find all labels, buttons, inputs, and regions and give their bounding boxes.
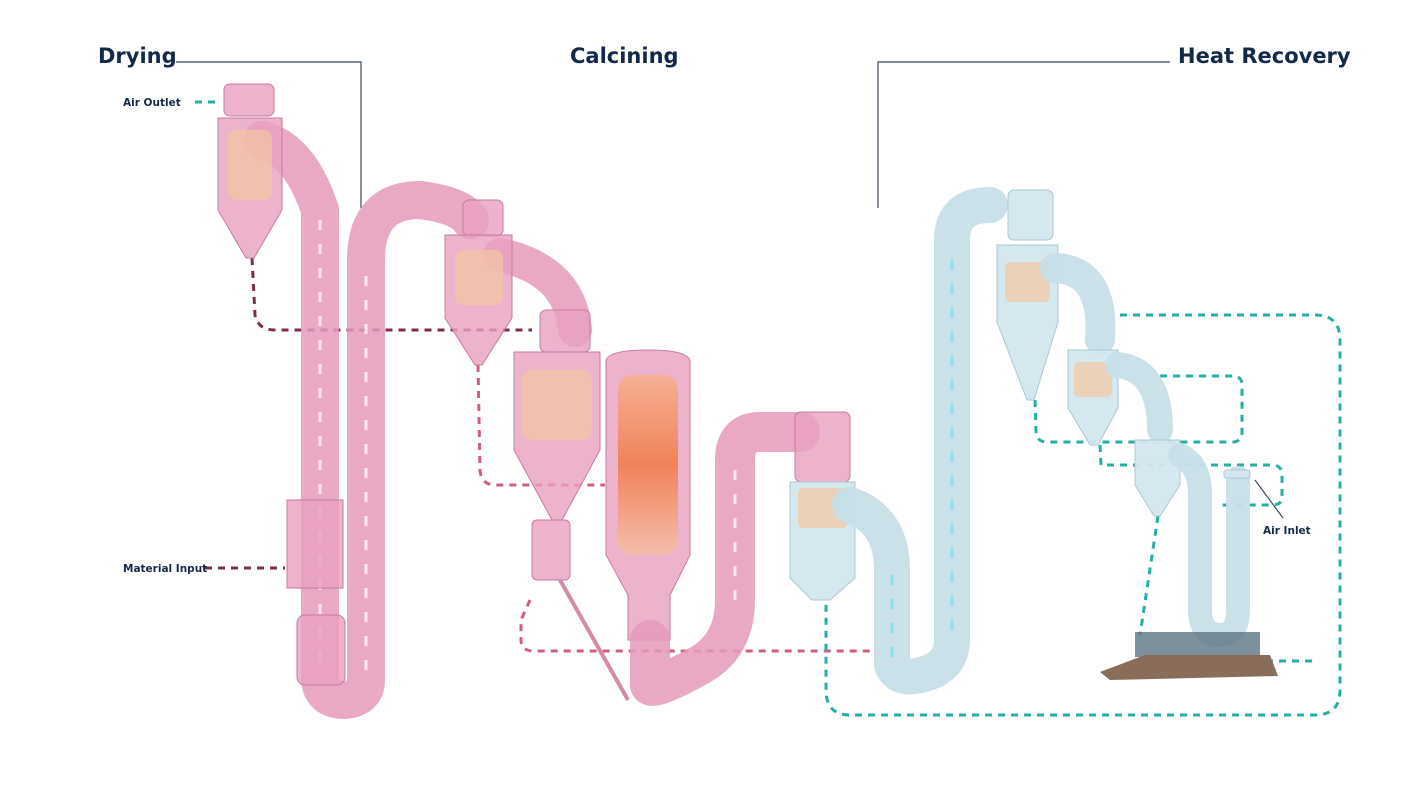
cooler-cyclone-top (794, 411, 851, 483)
label-material-input: Material Input (123, 563, 207, 575)
section-drying: Drying (98, 44, 362, 208)
air-inlet-cap (1223, 469, 1251, 479)
material-flow-lines (195, 100, 1342, 717)
drying-loop-bottom (296, 614, 346, 686)
air-inlet-u-pipe (1168, 443, 1250, 647)
label-air-inlet: Air Inlet (1263, 525, 1311, 537)
heat-recovery-riser (832, 187, 1008, 695)
calcining-material-flow-2 (519, 599, 870, 653)
hr-cyclone-2-outlet (1007, 189, 1054, 241)
cooler-base (1100, 655, 1278, 680)
calcining-equipment (444, 199, 851, 706)
callout-air-inlet: Air Inlet (1254, 479, 1311, 537)
section-bracket-heat-recovery (877, 61, 1170, 208)
drying-material-flow (250, 257, 532, 332)
calcining-chute (558, 579, 630, 701)
section-title-drying: Drying (98, 44, 177, 68)
calcining-valve (531, 519, 571, 581)
calciner-flame (618, 375, 678, 555)
section-title-heat-recovery: Heat Recovery (1178, 44, 1351, 68)
drying-riser-pipe (243, 121, 489, 719)
section-title-calcining: Calcining (570, 44, 679, 68)
material-inlet-section (286, 499, 344, 589)
section-heat-recovery: Heat Recovery (877, 44, 1351, 208)
heat-recovery-to-cooler (1138, 515, 1160, 636)
label-air-outlet: Air Outlet (123, 97, 181, 109)
drying-equipment (217, 83, 489, 719)
calcining-return-duct (630, 412, 820, 706)
heat-recovery-loop-2 (1098, 444, 1284, 507)
callout-material-input: Material Input (123, 563, 207, 575)
section-bracket-drying (176, 61, 362, 208)
calcining-material-flow-1 (476, 364, 605, 487)
hr-duct-1 (1040, 253, 1116, 355)
air-outlet-duct (223, 83, 275, 117)
cyclone-2-outlet (462, 199, 504, 237)
heat-recovery-main-loop (824, 313, 1342, 717)
hr-duct-2 (1105, 352, 1173, 443)
grate-cooler (1135, 632, 1260, 657)
section-calcining: Calcining (570, 44, 679, 68)
heat-recovery-equipment (789, 187, 1278, 695)
callout-air-outlet: Air Outlet (123, 97, 181, 109)
heat-recovery-loop-1 (1033, 374, 1244, 444)
cyclone-3-outlet (539, 309, 591, 353)
air-inlet-leader (1254, 479, 1284, 519)
